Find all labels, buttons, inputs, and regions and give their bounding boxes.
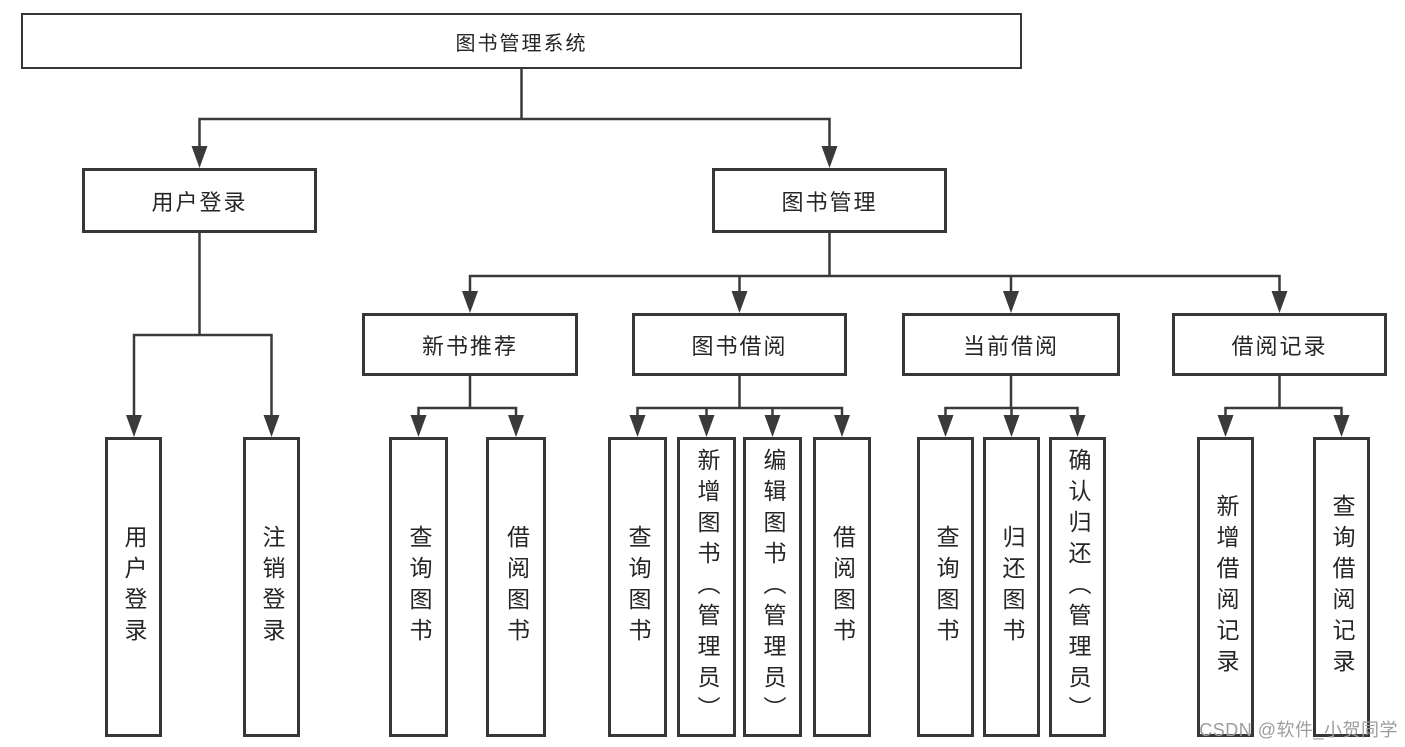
node-label: 当前借阅 xyxy=(962,333,1059,359)
leaf-label: 借阅图书 xyxy=(503,525,530,649)
leaf-label: 编辑图书（管理员） xyxy=(760,447,786,727)
leaf-add-borrow-record: 新增借阅记录 xyxy=(1197,437,1254,737)
leaf-label: 借阅图书 xyxy=(829,525,856,649)
leaf-label: 确认归还（管理员） xyxy=(1065,447,1091,727)
node-label: 图书管理系统 xyxy=(455,32,588,55)
leaf-user-login: 用户登录 xyxy=(105,437,162,737)
leaf-return-books: 归还图书 xyxy=(983,437,1040,737)
leaf-label: 新增图书（管理员） xyxy=(694,447,720,727)
leaf-edit-books-admin: 编辑图书（管理员） xyxy=(743,437,802,737)
node-new-book-recommendation: 新书推荐 xyxy=(362,313,578,376)
leaf-label: 新增借阅记录 xyxy=(1213,494,1239,680)
node-book-management: 图书管理 xyxy=(712,168,947,233)
node-user-login: 用户登录 xyxy=(82,168,317,233)
leaf-label: 查询图书 xyxy=(406,525,432,649)
node-label: 图书管理 xyxy=(781,189,878,215)
leaf-logout: 注销登录 xyxy=(243,437,300,737)
leaf-borrow-books: 借阅图书 xyxy=(813,437,871,737)
leaf-query-borrow-record: 查询借阅记录 xyxy=(1313,437,1370,737)
leaf-label: 查询借阅记录 xyxy=(1329,494,1355,680)
leaf-borrow-books-recommend: 借阅图书 xyxy=(486,437,546,737)
leaf-label: 查询图书 xyxy=(625,525,651,649)
node-current-borrowing: 当前借阅 xyxy=(902,313,1120,376)
leaf-label: 用户登录 xyxy=(121,525,147,649)
node-borrowing-records: 借阅记录 xyxy=(1172,313,1387,376)
node-label: 图书借阅 xyxy=(691,333,788,359)
node-label: 新书推荐 xyxy=(421,333,518,359)
node-label: 用户登录 xyxy=(151,189,248,215)
leaf-query-books-current: 查询图书 xyxy=(917,437,974,737)
arrowheads xyxy=(126,146,1350,437)
leaf-label: 注销登录 xyxy=(259,525,285,649)
leaf-query-books-borrowing: 查询图书 xyxy=(608,437,667,737)
leaf-add-books-admin: 新增图书（管理员） xyxy=(677,437,736,737)
leaf-label: 查询图书 xyxy=(933,525,959,649)
node-library-management-system: 图书管理系统 xyxy=(21,13,1022,69)
leaf-confirm-return-admin: 确认归还（管理员） xyxy=(1049,437,1106,737)
node-book-borrowing: 图书借阅 xyxy=(632,313,847,376)
node-label: 借阅记录 xyxy=(1231,333,1328,359)
leaf-query-books-recommend: 查询图书 xyxy=(389,437,448,737)
csdn-watermark: CSDN @软件_小贺同学 xyxy=(1199,720,1398,740)
leaf-label: 归还图书 xyxy=(999,525,1025,649)
